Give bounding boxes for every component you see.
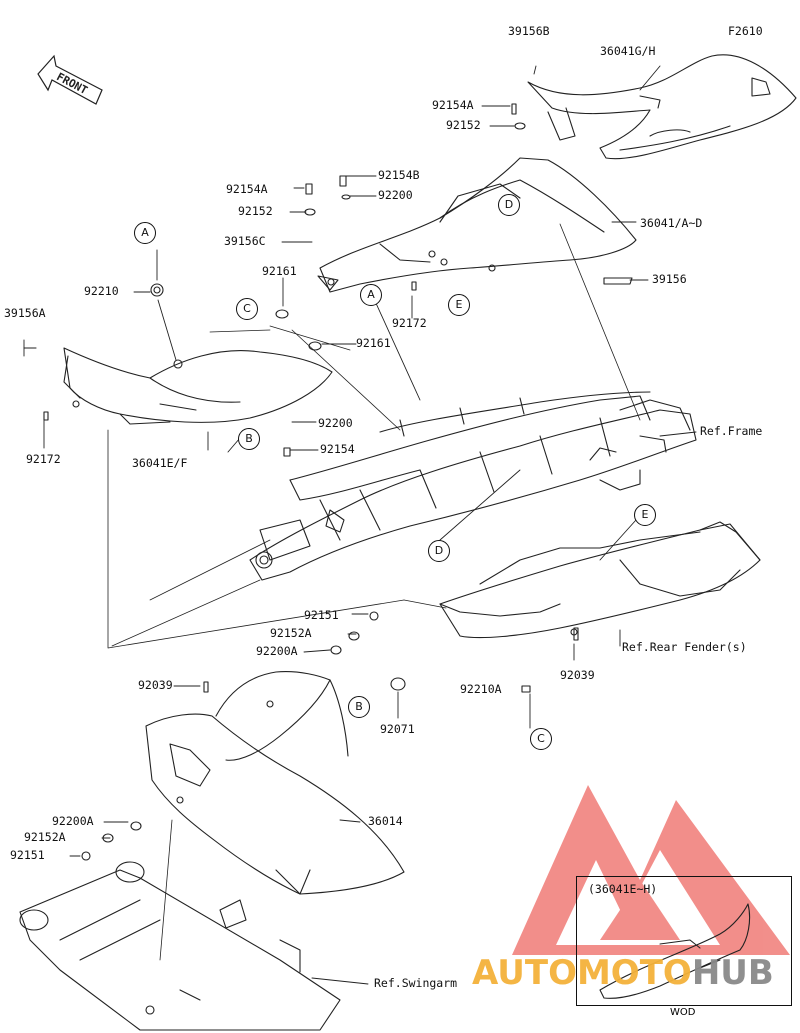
front-arrow-icon: FRONT bbox=[37, 54, 103, 105]
callout-c: C bbox=[236, 298, 258, 320]
part-number: 92200A bbox=[256, 644, 298, 658]
part-number: 92152 bbox=[446, 118, 481, 132]
part-number: 92172 bbox=[26, 452, 61, 466]
callout-e: E bbox=[448, 294, 470, 316]
part-number: 92161 bbox=[356, 336, 391, 350]
part-number: 92152 bbox=[238, 204, 273, 218]
part-number: 92154A bbox=[432, 98, 474, 112]
fasteners bbox=[23, 103, 633, 861]
callout-b: B bbox=[348, 696, 370, 718]
callout-a: A bbox=[134, 222, 156, 244]
part-number: 92151 bbox=[304, 608, 339, 622]
part-number: 92039 bbox=[560, 668, 595, 682]
inset-label: (36041E~H) bbox=[588, 882, 658, 896]
watermark-text: AUTOMOTOHUB bbox=[472, 953, 774, 993]
part-number: 92200A bbox=[52, 814, 94, 828]
callout-e: E bbox=[634, 504, 656, 526]
frame-ref bbox=[249, 391, 697, 581]
part-number: 39156C bbox=[224, 234, 266, 248]
part-number: 92039 bbox=[138, 678, 173, 692]
watermark-part1: AUTOMOTO bbox=[472, 953, 692, 993]
part-number: Ref.Frame bbox=[700, 424, 763, 438]
inset-caption: WOD bbox=[670, 1007, 696, 1018]
callout-c: C bbox=[530, 728, 552, 750]
rear-fender-ref bbox=[439, 521, 761, 639]
watermark-part2: HUB bbox=[691, 953, 774, 993]
part-number: 92071 bbox=[380, 722, 415, 736]
watermark-logo bbox=[512, 785, 790, 955]
center-cover-part bbox=[317, 157, 637, 293]
part-number: 92161 bbox=[262, 264, 297, 278]
swingarm-ref bbox=[19, 861, 341, 1031]
part-number: 92200 bbox=[378, 188, 413, 202]
part-number: 36014 bbox=[368, 814, 403, 828]
callout-d: D bbox=[428, 540, 450, 562]
callout-a: A bbox=[360, 284, 382, 306]
side-cover-part bbox=[63, 347, 333, 425]
part-number: 92154B bbox=[378, 168, 420, 182]
part-number: 92152A bbox=[270, 626, 312, 640]
part-number: 92154A bbox=[226, 182, 268, 196]
part-number: 92152A bbox=[24, 830, 66, 844]
figure-code: F2610 bbox=[728, 24, 763, 38]
part-number: Ref.Swingarm bbox=[374, 976, 458, 990]
part-number: 92210A bbox=[460, 682, 502, 696]
chain-cover-part bbox=[145, 671, 405, 895]
callout-d: D bbox=[498, 194, 520, 216]
part-number: 92172 bbox=[392, 316, 427, 330]
leader-lines bbox=[23, 65, 697, 985]
part-number: 36041G/H bbox=[600, 44, 656, 58]
part-number: 92200 bbox=[318, 416, 353, 430]
part-number: 39156A bbox=[4, 306, 46, 320]
part-number: 39156B bbox=[508, 24, 550, 38]
part-number: 92210 bbox=[84, 284, 119, 298]
part-number: 39156 bbox=[652, 272, 687, 286]
part-number: Ref.Rear Fender(s) bbox=[622, 640, 747, 654]
assembly-lines bbox=[107, 223, 641, 961]
part-number: 36041E/F bbox=[132, 456, 188, 470]
inset-box bbox=[576, 876, 792, 1006]
tail-cover-upper-part bbox=[527, 54, 797, 160]
part-number: 36041/A~D bbox=[640, 216, 703, 230]
part-number: 92154 bbox=[320, 442, 355, 456]
callout-b: B bbox=[238, 428, 260, 450]
part-number: 92151 bbox=[10, 848, 45, 862]
inset-part bbox=[599, 903, 751, 999]
